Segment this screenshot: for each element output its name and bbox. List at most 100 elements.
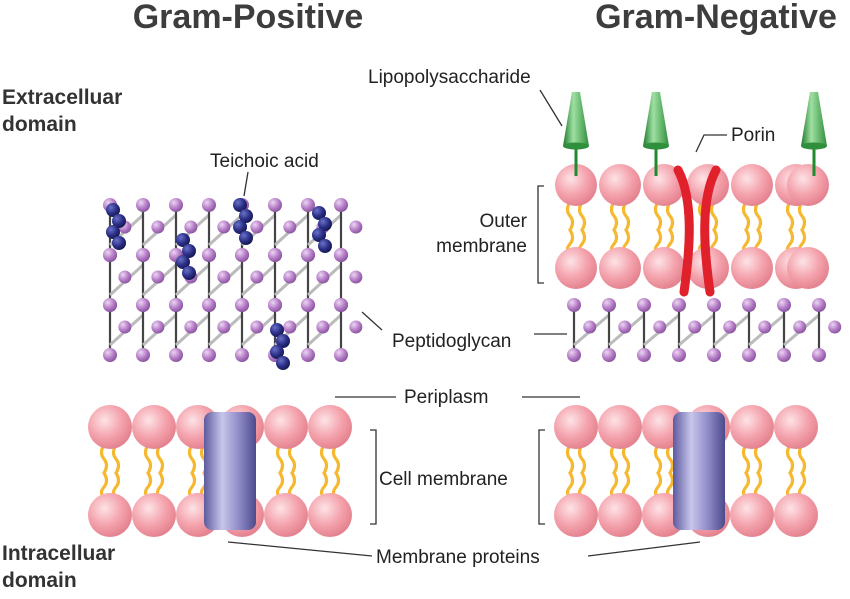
peptidoglycan-bead: [618, 320, 632, 334]
teichoic-bead: [239, 209, 253, 223]
peptidoglycan-bead: [283, 270, 297, 284]
lipopolysaccharide-label: Lipopolysaccharide: [368, 67, 531, 88]
lipid-tail: [621, 200, 631, 253]
peptidoglycan-bead: [268, 298, 282, 312]
lipid-head: [554, 405, 598, 449]
peptidoglycan-bead: [202, 298, 216, 312]
porin-wall-right: [700, 165, 721, 297]
lipid-tail: [275, 443, 285, 499]
gram-positive-peptidoglycan: [103, 198, 363, 362]
peptidoglycan-bead: [217, 320, 231, 334]
lipid-tail: [665, 443, 675, 499]
lipid-head: [555, 247, 597, 289]
peptidoglycan-bead: [103, 248, 117, 262]
peptidoglycan-bead: [602, 348, 616, 362]
teichoic-acid-label: Teichoic acid: [210, 151, 319, 172]
lipid-head: [132, 405, 176, 449]
teichoic-bead: [176, 233, 190, 247]
lipid-head: [643, 164, 685, 206]
lps-cone: [801, 92, 827, 146]
peptidoglycan-bead: [707, 348, 721, 362]
peptidoglycan-bead: [672, 298, 686, 312]
porin-leader: [695, 134, 727, 153]
peptidoglycan-leader-left: [361, 311, 383, 331]
extracellular-label-line1: Extracelluar: [2, 86, 122, 109]
lipid-tail: [621, 443, 631, 499]
lipid-head: [599, 164, 641, 206]
cell-membrane-label: Cell membrane: [379, 469, 508, 490]
outer-membrane-label-line1: Outer: [479, 211, 527, 232]
intracellular-label-line1: Intracelluar: [2, 542, 115, 565]
peptidoglycan-bead: [583, 320, 597, 334]
periplasm-label: Periplasm: [404, 387, 488, 408]
peptidoglycan-bead: [202, 248, 216, 262]
peptidoglycan-bead: [235, 348, 249, 362]
lipid-tail: [187, 443, 197, 499]
teichoic-bead: [112, 236, 126, 250]
porin-channel: [673, 165, 721, 297]
lipid-tail: [609, 443, 619, 499]
lipid-tail: [797, 200, 807, 253]
peptidoglycan-bead: [301, 248, 315, 262]
lipid-head: [643, 247, 685, 289]
lipid-tail: [653, 443, 663, 499]
peptidoglycan-bead: [250, 270, 264, 284]
peptidoglycan-bead: [184, 320, 198, 334]
teichoic-bead: [270, 323, 284, 337]
lipid-head: [787, 164, 829, 206]
peptidoglycan-bead: [828, 320, 842, 334]
gram-negative-peptidoglycan: [567, 298, 842, 362]
lipid-tail: [741, 443, 751, 499]
gram-negative-title: Gram-Negative: [595, 0, 837, 36]
membrane-protein: [204, 412, 256, 530]
peptidoglycan-bead: [334, 348, 348, 362]
lipid-tail: [741, 200, 751, 253]
peptidoglycan-bead: [688, 320, 702, 334]
peptidoglycan-bead: [283, 220, 297, 234]
peptidoglycan-bead: [118, 320, 132, 334]
peptidoglycan-bead: [169, 198, 183, 212]
peptidoglycan-bead: [637, 348, 651, 362]
lipid-tail: [565, 200, 575, 253]
lps-base: [643, 142, 669, 150]
lipid-tail: [155, 443, 165, 499]
lps-leader: [539, 89, 563, 127]
peptidoglycan-bead: [301, 348, 315, 362]
peptidoglycan-bead: [742, 348, 756, 362]
outer-membrane-bilayer: [555, 164, 829, 289]
teichoic-bead: [176, 255, 190, 269]
gram-positive-cell-membrane: [88, 405, 352, 537]
lipid-head: [88, 493, 132, 537]
lipid-head: [774, 493, 818, 537]
peptidoglycan-bead: [268, 248, 282, 262]
gram-positive-title: Gram-Positive: [133, 0, 364, 36]
intracellular-label-line2: domain: [2, 569, 77, 592]
lipid-tail: [287, 443, 297, 499]
peptidoglycan-bead: [777, 348, 791, 362]
teichoic-bead: [233, 198, 247, 212]
lipopolysaccharide-molecules: [563, 92, 827, 176]
teichoic-bead: [106, 203, 120, 217]
lipid-tail: [577, 200, 587, 253]
peptidoglycan-bead: [169, 348, 183, 362]
lipid-head: [308, 493, 352, 537]
peptidoglycan-bead: [151, 270, 165, 284]
peptidoglycan-bead: [653, 320, 667, 334]
outer-membrane-label-line2: membrane: [436, 236, 527, 257]
teichoic-bead: [318, 217, 332, 231]
peptidoglycan-bead: [301, 298, 315, 312]
lipid-head: [264, 405, 308, 449]
lipid-head: [731, 164, 773, 206]
lipid-head: [308, 405, 352, 449]
peptidoglycan-bead: [250, 220, 264, 234]
porin-wall-left: [673, 165, 694, 297]
lipid-head: [774, 405, 818, 449]
lipid-head: [731, 247, 773, 289]
peptidoglycan-bead: [707, 298, 721, 312]
peptidoglycan-bead: [349, 270, 363, 284]
peptidoglycan-bead: [268, 198, 282, 212]
lipid-tail: [577, 443, 587, 499]
lipid-tail: [665, 200, 675, 253]
lipid-tail: [753, 443, 763, 499]
